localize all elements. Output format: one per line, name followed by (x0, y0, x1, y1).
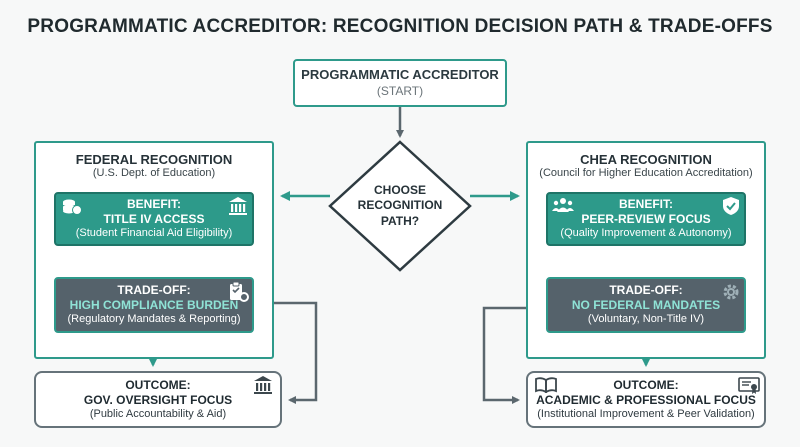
chea-tradeoff-title: NO FEDERAL MANDATES (571, 298, 721, 313)
decision-line-1: CHOOSE (373, 182, 426, 197)
federal-benefit-box: BENEFIT: TITLE IV ACCESS (Student Financ… (54, 192, 254, 246)
federal-benefit-title: TITLE IV ACCESS (103, 212, 205, 227)
chea-benefit-detail: (Quality Improvement & Autonomy) (560, 227, 732, 240)
chea-outcome-label: OUTCOME: (613, 377, 679, 392)
federal-tradeoff-detail: (Regulatory Mandates & Reporting) (67, 313, 241, 326)
chea-outcome-title: ACADEMIC & PROFESSIONAL FOCUS (536, 392, 756, 407)
chea-panel: CHEA RECOGNITION (Council for Higher Edu… (526, 141, 766, 359)
start-sublabel: (START) (376, 83, 424, 98)
coins-icon (63, 199, 82, 215)
chea-tradeoff-box: TRADE-OFF: NO FEDERAL MANDATES (Voluntar… (546, 277, 746, 333)
chea-subheading: (Council for Higher Education Accreditat… (539, 167, 753, 179)
federal-outcome-label: OUTCOME: (125, 377, 191, 392)
certificate-icon (738, 377, 760, 394)
start-node: PROGRAMMATIC ACCREDITOR (START) (293, 59, 507, 107)
decision-line-2: RECOGNITION (357, 198, 443, 213)
chea-tradeoff-detail: (Voluntary, Non-Title IV) (587, 313, 705, 326)
decision-diamond (328, 140, 472, 272)
people-icon (552, 198, 574, 212)
bank-icon (229, 197, 247, 215)
federal-outcome-detail: (Public Accountability & Aid) (89, 407, 227, 420)
shield-check-icon (723, 197, 739, 215)
chea-header: CHEA RECOGNITION (Council for Higher Edu… (528, 152, 764, 179)
federal-benefit-label: BENEFIT: (127, 197, 181, 212)
page-title: PROGRAMMATIC ACCREDITOR: RECOGNITION DEC… (27, 16, 773, 37)
chea-benefit-box: BENEFIT: PEER-REVIEW FOCUS (Quality Impr… (546, 192, 746, 246)
start-label: PROGRAMMATIC ACCREDITOR (301, 67, 499, 83)
chea-outcome-detail: (Institutional Improvement & Peer Valida… (537, 407, 755, 420)
arrow-federal-tradeoff-to-outcome (252, 301, 318, 404)
decision-text: CHOOSE RECOGNITION PATH? (338, 170, 462, 242)
chea-heading: CHEA RECOGNITION (580, 152, 712, 167)
federal-outcome-box: OUTCOME: GOV. OVERSIGHT FOCUS (Public Ac… (34, 371, 282, 428)
federal-subheading: (U.S. Dept. of Education) (92, 167, 216, 179)
bank-icon (254, 376, 272, 394)
chea-benefit-label: BENEFIT: (619, 197, 673, 212)
federal-header: FEDERAL RECOGNITION (U.S. Dept. of Educa… (36, 152, 272, 179)
federal-panel: FEDERAL RECOGNITION (U.S. Dept. of Educa… (34, 141, 274, 359)
chea-outcome-box: OUTCOME: ACADEMIC & PROFESSIONAL FOCUS (… (526, 371, 766, 428)
federal-tradeoff-title: HIGH COMPLIANCE BURDEN (69, 298, 239, 313)
book-icon (535, 377, 557, 393)
federal-heading: FEDERAL RECOGNITION (75, 152, 233, 167)
clipboard-gear-icon (230, 281, 249, 302)
federal-outcome-title: GOV. OVERSIGHT FOCUS (83, 392, 233, 407)
decision-line-3: PATH? (380, 213, 420, 228)
federal-tradeoff-label: TRADE-OFF: (117, 283, 191, 298)
chea-tradeoff-label: TRADE-OFF: (609, 283, 683, 298)
arrow-chea-tradeoff-to-outcome (482, 306, 547, 404)
gear-icon (723, 284, 739, 300)
federal-tradeoff-box: TRADE-OFF: HIGH COMPLIANCE BURDEN (Regul… (54, 277, 254, 333)
federal-benefit-detail: (Student Financial Aid Eligibility) (75, 227, 233, 240)
chea-benefit-title: PEER-REVIEW FOCUS (581, 212, 711, 227)
